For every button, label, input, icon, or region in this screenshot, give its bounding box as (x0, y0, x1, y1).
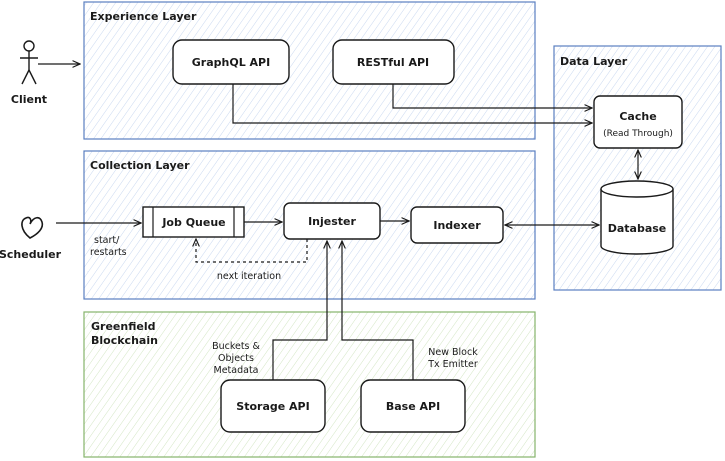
restful-api-node: RESTful API (332, 39, 455, 85)
edge-graphql-to-cache (232, 84, 592, 123)
buckets-label-line3: Metadata (214, 365, 259, 376)
new-block-label-line2: Tx Emitter (427, 359, 478, 370)
edge-next-iteration (196, 239, 308, 263)
cache-node: Cache (Read Through) (593, 95, 683, 149)
indexer-label: Indexer (433, 219, 481, 232)
base-api-label: Base API (386, 400, 440, 413)
experience-layer: Experience Layer (83, 1, 536, 140)
edges (38, 64, 638, 380)
experience-layer-box (83, 1, 536, 140)
stick-figure-icon (20, 40, 38, 85)
edge-storage-to-injester (272, 241, 327, 380)
graphql-api-label: GraphQL API (192, 56, 270, 69)
data-layer-title: Data Layer (560, 55, 628, 68)
edge-base-to-injester (342, 241, 414, 380)
edge-labels: start/ restarts next iteration Buckets &… (90, 235, 478, 376)
buckets-label-line2: Objects (218, 353, 254, 364)
start-restarts-label-line2: restarts (90, 247, 127, 258)
heart-icon (21, 216, 44, 239)
cache-sublabel: (Read Through) (603, 129, 673, 139)
next-iteration-label: next iteration (217, 271, 281, 282)
start-restarts-label-line1: start/ (94, 235, 120, 246)
restful-api-label: RESTful API (357, 56, 429, 69)
job-queue-label: Job Queue (161, 216, 225, 229)
graphql-api-node: GraphQL API (172, 39, 290, 85)
buckets-label-line1: Buckets & (212, 341, 260, 352)
injester-label: Injester (308, 215, 356, 228)
scheduler-label: Scheduler (0, 248, 62, 261)
new-block-label-line1: New Block (428, 347, 478, 358)
base-api-node: Base API (360, 379, 466, 433)
experience-layer-title: Experience Layer (90, 10, 197, 23)
scheduler-actor: Scheduler (0, 216, 62, 261)
client-label: Client (11, 93, 47, 106)
injester-node: Injester (283, 202, 381, 240)
greenfield-layer-title-line1: Greenfield (91, 320, 155, 333)
storage-api-label: Storage API (236, 400, 309, 413)
cache-label: Cache (619, 110, 656, 123)
edge-restful-to-cache (392, 84, 592, 108)
collection-layer-title: Collection Layer (90, 159, 190, 172)
client-actor: Client (11, 40, 47, 106)
database-node: Database (600, 180, 674, 255)
storage-api-node: Storage API (220, 379, 326, 433)
indexer-node: Indexer (410, 206, 504, 244)
greenfield-layer-title-line2: Blockchain (91, 334, 158, 347)
database-label: Database (608, 222, 667, 235)
job-queue-node: Job Queue (142, 206, 245, 238)
